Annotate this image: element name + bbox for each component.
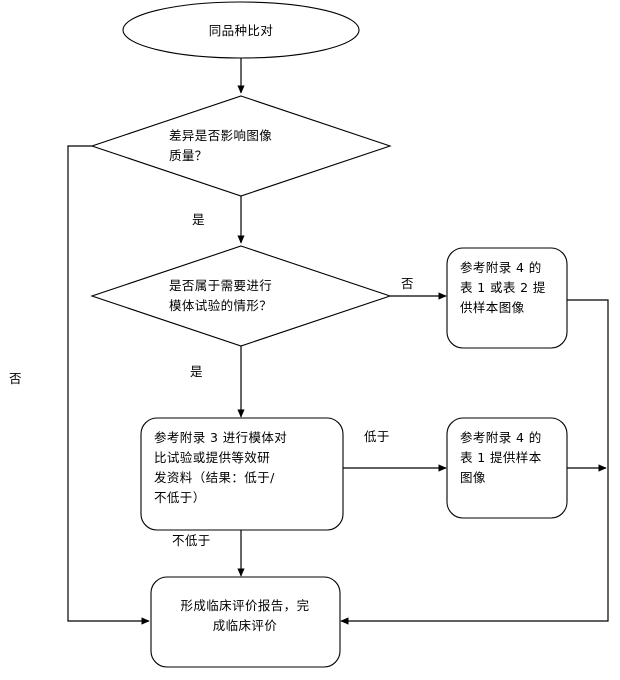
decision-image-quality-label-line1: 差异是否影响图像 [169,128,272,143]
decision-image-quality[interactable]: 差异是否影响图像 质量？ [90,95,392,197]
appendix4-table1-line2: 表 1 提供样本 [460,450,542,465]
appendix4-table12-line1: 参考附录 4 的 [460,260,542,275]
appendix3-line1: 参考附录 3 进行模体对 [154,430,287,445]
connector-appendix4-table12-to-end [340,299,609,625]
process-clinical-evaluation-report[interactable]: 形成临床评价报告，完 成临床评价 [150,576,341,668]
decision-phantom-test-label-line1: 是否属于需要进行 [169,278,272,293]
appendix4-table12-line2: 表 1 或表 2 提 [460,280,546,295]
end-report-line2: 成临床评价 [213,618,278,633]
edge-label-below-threshold: 低于 [364,429,390,444]
start-node-label: 同品种比对 [209,23,274,38]
connector-image-quality-no-to-end [67,145,150,625]
edge-label-no-image-quality: 否 [9,371,22,386]
edge-label-yes-image-quality: 是 [192,212,205,227]
edge-label-yes-phantom-test: 是 [190,364,203,379]
appendix3-line2: 比试验或提供等效研 [154,450,270,465]
process-appendix3-phantom-test[interactable]: 参考附录 3 进行模体对 比试验或提供等效研 发资料（结果：低于/ 不低于） [140,417,344,531]
edge-label-not-below-threshold: 不低于 [172,533,211,548]
appendix4-table1-line3: 图像 [460,470,486,485]
decision-phantom-test-label-line2: 模体试验的情形？ [169,298,272,313]
start-node[interactable]: 同品种比对 [122,1,360,59]
process-appendix4-table1[interactable]: 参考附录 4 的 表 1 提供样本 图像 [446,417,568,519]
decision-image-quality-label-line2: 质量？ [169,148,208,163]
end-report-line1: 形成临床评价报告，完 [180,598,309,613]
appendix4-table12-line3: 供样本图像 [460,300,525,315]
process-appendix4-table1-or-2[interactable]: 参考附录 4 的 表 1 或表 2 提 供样本图像 [446,247,568,349]
edge-label-no-phantom-test: 否 [401,276,414,291]
appendix3-line4: 不低于） [154,490,206,505]
appendix3-line3: 发资料（结果：低于/ [154,470,275,485]
appendix4-table1-line1: 参考附录 4 的 [460,430,542,445]
decision-phantom-test[interactable]: 是否属于需要进行 模体试验的情形？ [90,245,392,347]
